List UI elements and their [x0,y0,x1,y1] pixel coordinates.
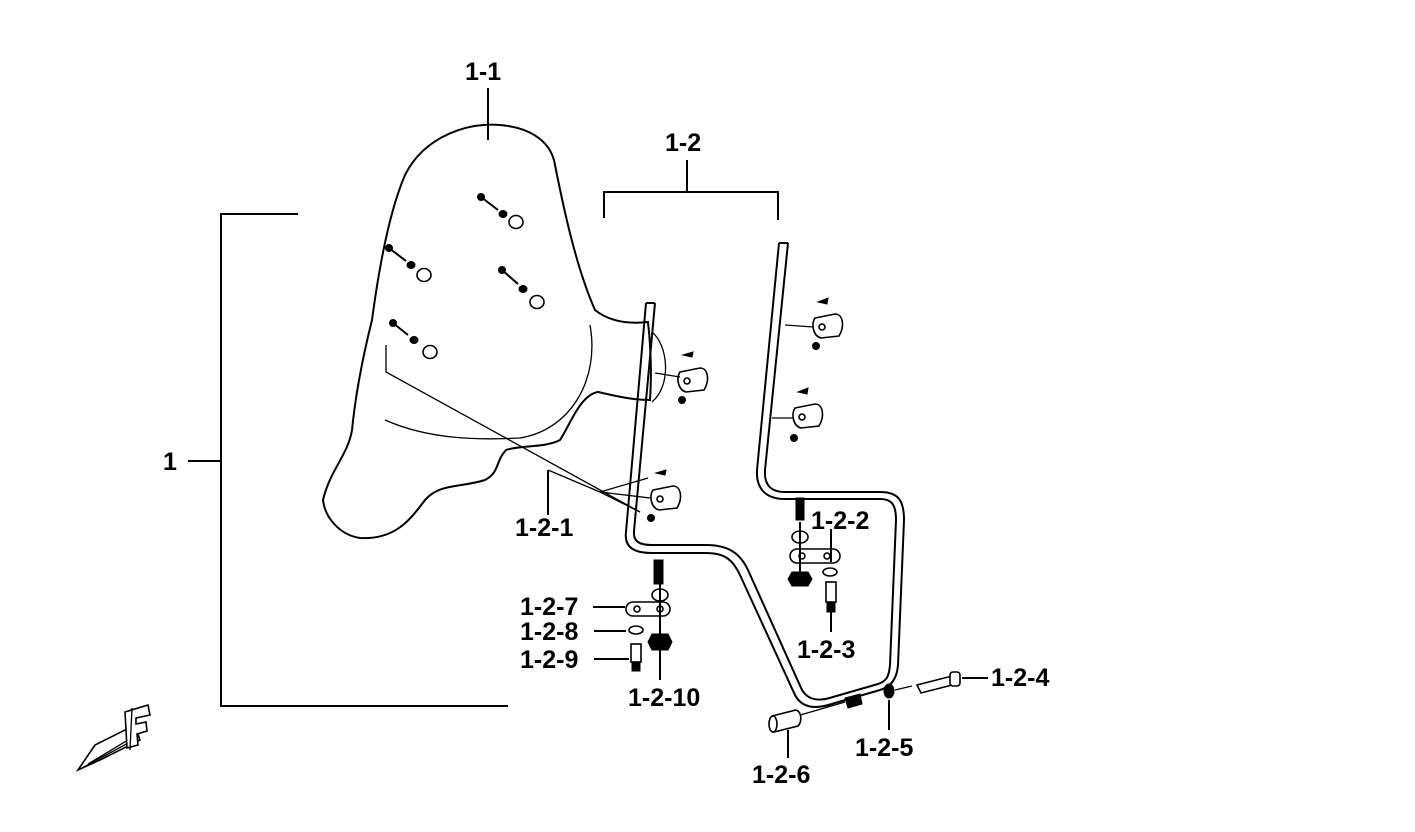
leader-lines [547,469,988,758]
windshield [321,88,667,540]
label-1-2-9: 1-2-9 [520,646,578,674]
assembly-bracket-1 [188,213,508,707]
front-direction-indicator-icon [75,703,151,772]
label-1-2-10: 1-2-10 [628,684,700,712]
windshield-bolt [477,193,524,230]
label-1: 1 [163,448,177,476]
label-1-1: 1-1 [465,58,501,86]
right-hardware-stack [787,522,841,613]
tube-clamp [784,297,844,350]
windshield-bolt [385,244,432,283]
windshield-bolt [389,319,438,360]
bottom-bolt-assembly [768,671,961,733]
left-hardware-stack [625,580,673,672]
tube-clamp [647,469,682,522]
label-1-2: 1-2 [665,129,701,157]
label-1-2-1: 1-2-1 [515,514,573,542]
label-1-2-3: 1-2-3 [797,636,855,664]
windshield-bolt [498,266,545,310]
label-1-2-6: 1-2-6 [752,761,810,789]
threaded-stud [795,497,805,521]
label-1-2-2: 1-2-2 [811,507,869,535]
label-1-2-4: 1-2-4 [991,664,1049,692]
bracket-assembly [603,160,779,220]
threaded-stud [653,559,664,585]
label-1-2-8: 1-2-8 [520,618,578,646]
tube-clamp [772,387,824,442]
label-1-2-5: 1-2-5 [855,734,913,762]
tube-clamp [654,351,709,404]
label-1-2-7: 1-2-7 [520,593,578,621]
